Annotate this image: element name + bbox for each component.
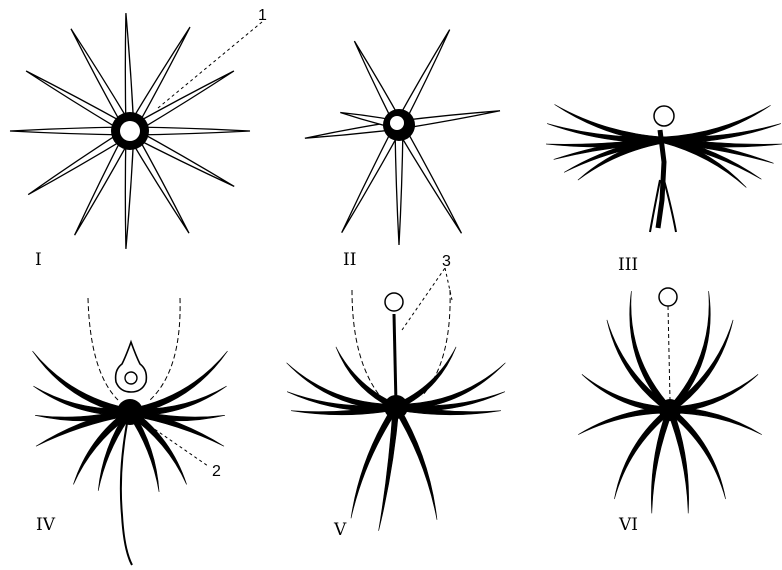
panel-6-center (659, 399, 681, 421)
rays-5-ray-11 (393, 406, 437, 520)
panel-5-center (384, 395, 408, 419)
callout-1-label: 1 (258, 7, 267, 24)
rays-5-ray-5 (395, 363, 506, 410)
panel-2: II (305, 30, 500, 270)
callout-3-leader-b (445, 268, 452, 300)
panel-3-stem-right (664, 180, 676, 232)
panel-3: III (546, 105, 782, 276)
panel-6-stalk (668, 306, 670, 400)
rays-2-ray-5 (395, 125, 403, 245)
panel-5-stalk (394, 314, 396, 404)
panel-3-label: III (618, 255, 638, 275)
panel-6-label: VI (618, 515, 638, 535)
callout-1-leader (158, 22, 262, 108)
panel-1-center-hole (120, 121, 140, 141)
panel-1: 1 I (10, 7, 267, 270)
panel-5-label: V (333, 520, 347, 540)
panel-3-bulb (654, 106, 674, 126)
callout-2-label: 2 (212, 463, 221, 480)
panel-1-label: I (35, 250, 42, 270)
panel-4-stalk (121, 418, 132, 565)
panel-6: VI (578, 288, 762, 535)
panel-4-guide-left (88, 298, 118, 400)
panel-5: 3 V (287, 253, 506, 540)
rays-5-ray-1 (287, 363, 398, 410)
panel-4-bud-eye (125, 372, 137, 384)
panel-5-bulb (385, 293, 403, 311)
rays-4-ray-2 (33, 386, 130, 415)
panel-4-guide-right (150, 298, 180, 400)
rays-4-ray-8 (129, 386, 227, 415)
callout-3-label: 3 (442, 253, 451, 270)
panel-2-center-hole (390, 116, 404, 130)
panel-3-stem (658, 130, 664, 228)
panel-4: 2 IV (33, 298, 228, 565)
panel-2-label: II (343, 250, 356, 270)
panel-6-bulb (659, 288, 677, 306)
panel-4-center (117, 399, 143, 425)
callout-3-leader-a (402, 268, 445, 330)
panel-4-label: IV (36, 515, 56, 535)
